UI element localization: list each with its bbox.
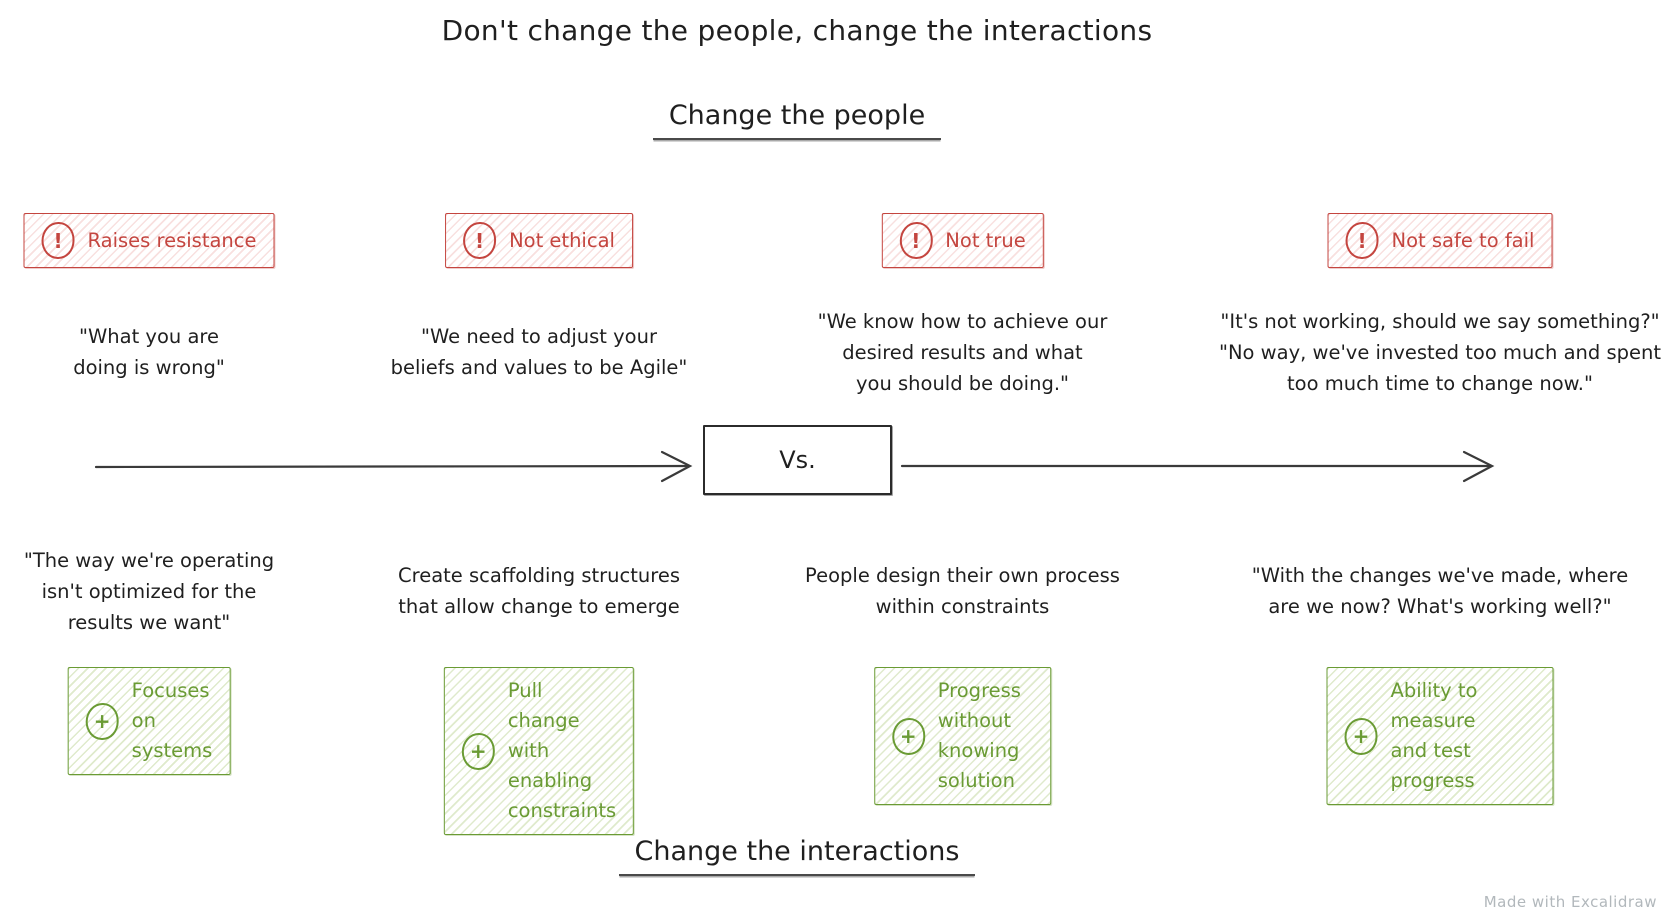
change-interactions-statement-text: Create scaffolding structures that allow… <box>398 564 680 618</box>
change-interactions-statement-text: People design their own process within c… <box>805 564 1120 618</box>
exclamation-circle-icon: ! <box>463 222 497 259</box>
change-people-quote-text: "We need to adjust your beliefs and valu… <box>390 325 688 379</box>
warning-badge: ! Not true <box>881 213 1044 268</box>
warning-badge: ! Not safe to fail <box>1327 213 1553 268</box>
change-people-quote-text: "It's not working, should we say somethi… <box>1218 309 1662 395</box>
warning-badge-label: Not ethical <box>509 228 615 252</box>
diagram-title: Don't change the people, change the inte… <box>441 14 1153 47</box>
exclamation-circle-icon: ! <box>1345 222 1379 259</box>
change-interactions-statement-text: "The way we're operating isn't optimized… <box>23 548 275 634</box>
vs-box: Vs. <box>703 425 892 495</box>
section-header-change-the-people: Change the people <box>0 100 1594 140</box>
plus-circle-icon: + <box>461 732 495 770</box>
change-interactions-statement: People design their own process within c… <box>785 541 1140 641</box>
change-interactions-statement-text: "With the changes we've made, where are … <box>1251 564 1629 618</box>
exclamation-circle-icon: ! <box>41 222 75 259</box>
change-people-quote-text: "We know how to achieve our desired resu… <box>817 309 1108 395</box>
benefit-badge: + Focuses on systems <box>67 667 231 775</box>
column-raises-resistance: ! Raises resistance "What you are doing … <box>0 0 298 915</box>
change-interactions-statement: Create scaffolding structures that allow… <box>378 541 700 641</box>
change-people-quote: "We need to adjust your beliefs and valu… <box>378 293 700 411</box>
warning-badge-label: Not true <box>945 228 1026 252</box>
benefit-badge-label: Pull change with enabling constraints <box>507 679 617 822</box>
column-not-ethical: ! Not ethical "We need to adjust your be… <box>378 0 700 915</box>
change-people-quote: "We know how to achieve our desired resu… <box>785 293 1140 411</box>
warning-badge-label: Raises resistance <box>87 228 257 252</box>
section-header-bottom-label: Change the interactions <box>618 836 976 876</box>
benefit-badge-label: Focuses on systems <box>131 679 213 762</box>
plus-circle-icon: + <box>891 717 925 755</box>
section-header-change-the-interactions: Change the interactions <box>0 836 1594 876</box>
change-interactions-statement: "The way we're operating isn't optimized… <box>0 541 298 641</box>
benefit-badge: + Pull change with enabling constraints <box>443 667 635 835</box>
warning-badge: ! Not ethical <box>445 213 633 268</box>
exclamation-circle-icon: ! <box>899 222 933 259</box>
change-people-quote: "What you are doing is wrong" <box>0 293 298 411</box>
change-people-quote-text: "What you are doing is wrong" <box>73 325 225 379</box>
column-not-true: ! Not true "We know how to achieve our d… <box>785 0 1140 915</box>
change-people-quote: "It's not working, should we say somethi… <box>1213 293 1667 411</box>
plus-circle-icon: + <box>1344 717 1378 755</box>
benefit-badge-label: Ability to measure and test progress <box>1390 679 1478 792</box>
excalidraw-watermark: Made with Excalidraw <box>1483 893 1657 911</box>
plus-circle-icon: + <box>85 702 119 740</box>
benefit-badge-label: Progress without knowing solution <box>937 679 1021 792</box>
warning-badge: ! Raises resistance <box>23 213 275 268</box>
vs-label: Vs. <box>779 446 816 474</box>
benefit-badge: + Progress without knowing solution <box>873 667 1052 805</box>
benefit-badge: + Ability to measure and test progress <box>1326 667 1554 805</box>
section-header-top-label: Change the people <box>652 100 942 140</box>
change-interactions-statement: "With the changes we've made, where are … <box>1213 541 1667 641</box>
column-not-safe-to-fail: ! Not safe to fail "It's not working, sh… <box>1213 0 1667 915</box>
warning-badge-label: Not safe to fail <box>1391 228 1535 252</box>
